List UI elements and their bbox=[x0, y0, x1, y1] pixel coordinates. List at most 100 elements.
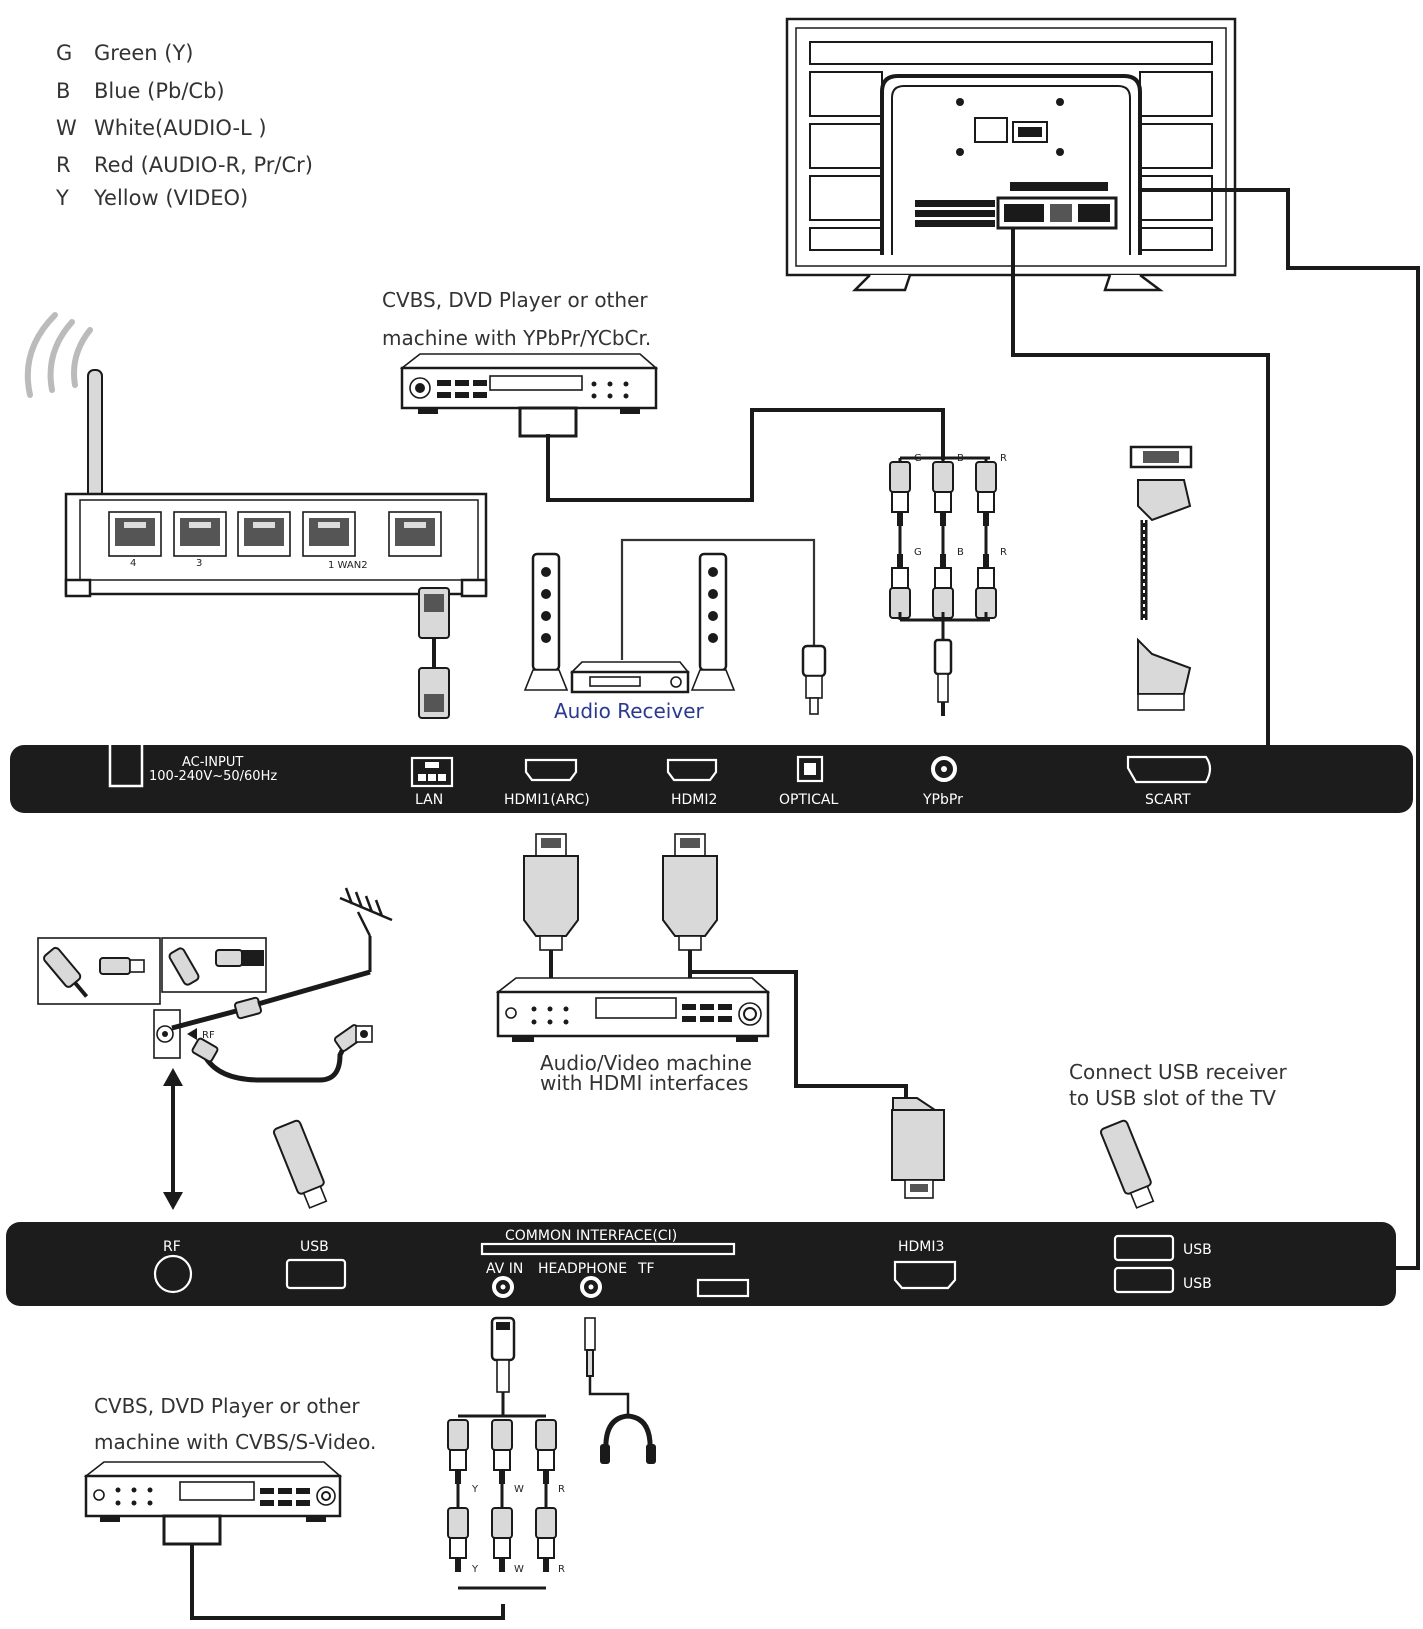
legend-code-blue: B bbox=[56, 79, 70, 103]
tf-card-slot[interactable] bbox=[696, 1278, 750, 1298]
component-rca-plug-top bbox=[889, 461, 911, 526]
scart-cable bbox=[1129, 445, 1193, 711]
wifi-signal-icon bbox=[24, 312, 93, 398]
av-rca-plug-bottom bbox=[491, 1507, 513, 1572]
hdmi3-label: HDMI3 bbox=[898, 1239, 944, 1255]
legend-text-blue: Blue (Pb/Cb) bbox=[94, 79, 225, 103]
component-rca-plug-top bbox=[975, 461, 997, 526]
component-rca-plug-top bbox=[932, 461, 954, 526]
component-rca-plug-bottom bbox=[889, 554, 911, 619]
tv-rear-panel-bottom: RF USB COMMON INTERFACE(CI) AV IN HEADPH… bbox=[6, 1222, 1396, 1306]
usb-left-label: USB bbox=[300, 1239, 329, 1255]
usb-note-line2: to USB slot of the TV bbox=[1069, 1086, 1276, 1110]
common-interface-slot[interactable] bbox=[480, 1242, 736, 1256]
router-port-label-4: 4 bbox=[130, 558, 136, 569]
usb-right-label-1: USB bbox=[1183, 1242, 1212, 1258]
ypbpr-mini-plug bbox=[933, 638, 953, 716]
legend-text-yellow: Yellow (VIDEO) bbox=[93, 186, 248, 210]
antenna-connection: RF bbox=[37, 887, 393, 1210]
av-rca-plug-top bbox=[535, 1419, 557, 1484]
av-letter-r-bottom: R bbox=[558, 1564, 565, 1575]
av-machine-hdmi bbox=[495, 977, 771, 1042]
av-in-port[interactable] bbox=[492, 1276, 514, 1298]
headphone-label: HEADPHONE bbox=[538, 1261, 627, 1277]
av-rca-plug-top bbox=[447, 1419, 469, 1484]
ypbpr-port[interactable] bbox=[931, 756, 957, 782]
hdmi1-arc-port[interactable] bbox=[524, 758, 578, 782]
tv-cables bbox=[546, 188, 1420, 1270]
component-letter-b-bottom: B bbox=[957, 547, 964, 558]
ypbpr-device-label-line1: CVBS, DVD Player or other bbox=[382, 288, 648, 312]
tv-rear-panel-top: AC-INPUT 100-240V~50/60Hz LAN HDMI1(ARC)… bbox=[10, 745, 1413, 813]
av-rca-plug-bottom bbox=[447, 1507, 469, 1572]
headphone-icon bbox=[584, 1317, 656, 1464]
component-letter-r-bottom: R bbox=[1000, 547, 1007, 558]
legend-text-green: Green (Y) bbox=[94, 41, 193, 65]
legend-code-red: R bbox=[56, 153, 71, 177]
usb-right-port-2[interactable] bbox=[1113, 1266, 1175, 1294]
hdmi3-port[interactable] bbox=[893, 1260, 957, 1290]
usb-stick-left bbox=[272, 1119, 328, 1209]
av-plugs-top bbox=[447, 1419, 557, 1484]
usb-note-line1: Connect USB receiver bbox=[1069, 1060, 1288, 1084]
dvd-player-cvbs bbox=[83, 1461, 343, 1546]
av-rca-plug-top bbox=[491, 1419, 513, 1484]
av-letter-w-bottom: W bbox=[514, 1564, 524, 1575]
rf-arrow-label: RF bbox=[202, 1030, 215, 1041]
hdmi-device-label-line2: with HDMI interfaces bbox=[540, 1071, 748, 1095]
audio-receiver-system: Audio Receiver bbox=[523, 538, 827, 723]
ac-input-label: AC-INPUT bbox=[182, 755, 243, 770]
cvbs-device-label-line1: CVBS, DVD Player or other bbox=[94, 1394, 360, 1418]
usb-right-port-1[interactable] bbox=[1113, 1234, 1175, 1262]
dvd-player-ypbpr bbox=[399, 353, 659, 438]
router-port-label-wan: 1 WAN2 bbox=[328, 560, 368, 571]
lan-cable bbox=[418, 587, 450, 719]
component-cable: G B R G B R bbox=[889, 453, 1007, 716]
ypbpr-label: YPbPr bbox=[922, 792, 963, 808]
optical-port[interactable] bbox=[796, 755, 824, 783]
usb-stick-right bbox=[1099, 1119, 1155, 1209]
lan-port[interactable] bbox=[410, 756, 454, 788]
component-letter-g-bottom: G bbox=[914, 547, 922, 558]
hdmi1-arc-label: HDMI1(ARC) bbox=[504, 792, 590, 808]
legend-code-green: G bbox=[56, 41, 72, 65]
av-in-label: AV IN bbox=[486, 1261, 523, 1277]
scart-port[interactable] bbox=[1126, 755, 1212, 784]
color-legend: G Green (Y) B Blue (Pb/Cb) W White(AUDIO… bbox=[55, 41, 313, 210]
av-letter-y-bottom: Y bbox=[471, 1564, 479, 1575]
av-plugs-bottom bbox=[447, 1484, 557, 1572]
speaker-left bbox=[523, 552, 569, 691]
av-cable: Y W R Y W R bbox=[447, 1316, 565, 1590]
optical-plug bbox=[801, 644, 827, 715]
scart-label: SCART bbox=[1145, 792, 1191, 808]
av-letter-r-top: R bbox=[558, 1484, 565, 1495]
hdmi-cable-1 bbox=[523, 833, 579, 984]
receiver-unit bbox=[570, 661, 690, 694]
hdmi-device-label-line1: Audio/Video machine bbox=[540, 1051, 752, 1075]
rf-port[interactable] bbox=[153, 1254, 193, 1294]
legend-code-white: W bbox=[56, 116, 77, 140]
ypbpr-device-label-line2: machine with YPbPr/YCbCr. bbox=[382, 326, 651, 350]
router-lan-ports bbox=[108, 511, 442, 557]
legend-text-white: White(AUDIO-L ) bbox=[94, 116, 267, 140]
speaker-right bbox=[690, 552, 736, 691]
component-letter-r-top: R bbox=[1000, 453, 1007, 464]
av-rca-plug-bottom bbox=[535, 1507, 557, 1572]
tf-label: TF bbox=[637, 1261, 655, 1277]
legend-text-red: Red (AUDIO-R, Pr/Cr) bbox=[94, 153, 313, 177]
router: 4 3 1 WAN2 bbox=[64, 369, 488, 598]
component-letter-b-top: B bbox=[957, 453, 964, 464]
usb-left-port[interactable] bbox=[285, 1258, 347, 1290]
component-plugs-top bbox=[889, 458, 997, 526]
component-rca-plug-bottom bbox=[975, 554, 997, 619]
headphone-port[interactable] bbox=[580, 1276, 602, 1298]
hdmi2-port[interactable] bbox=[666, 758, 718, 782]
hdmi-cable-2 bbox=[662, 833, 718, 984]
legend-code-yellow: Y bbox=[55, 186, 69, 210]
usb-right-label-2: USB bbox=[1183, 1276, 1212, 1292]
ci-label: COMMON INTERFACE(CI) bbox=[505, 1228, 677, 1244]
router-port-label-3: 3 bbox=[196, 558, 202, 569]
component-letter-g-top: G bbox=[914, 453, 922, 464]
av-letter-y-top: Y bbox=[471, 1484, 479, 1495]
